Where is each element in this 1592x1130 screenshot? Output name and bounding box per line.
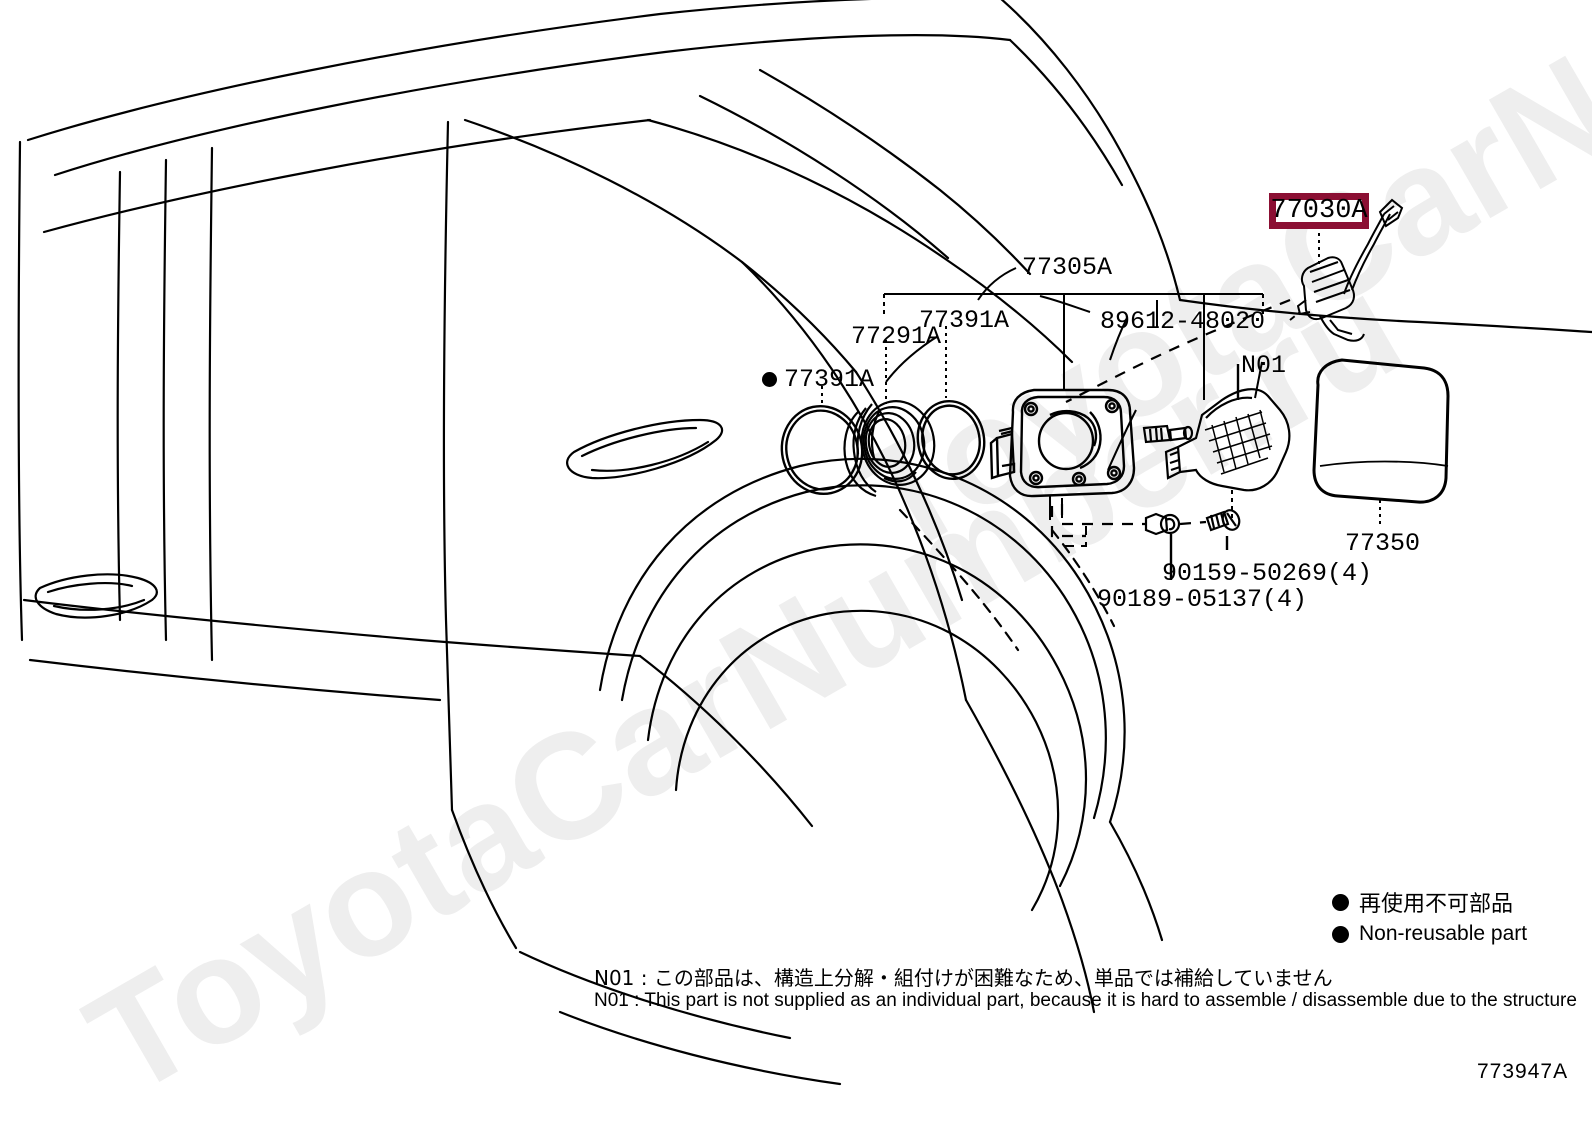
part-77350-fuel-lid [1312, 358, 1450, 504]
part-label-90189-05137[interactable]: 90189-05137(4) [1097, 585, 1308, 614]
footnote-n01-japanese: N01 : この部品は、構造上分解・組付けが困難なため、単品では補給していません [594, 966, 1333, 990]
part-90159-50269-screw [1205, 509, 1241, 532]
legend-label-japanese: 再使用不可部品 [1359, 892, 1514, 917]
part-n01-hinge-bracket [1164, 388, 1291, 492]
part-label-77391a-text: 77391A [784, 365, 875, 394]
highlighted-part-number-77030a[interactable]: 77030A [1269, 193, 1369, 229]
legend-row-japanese: 再使用不可部品 [1332, 886, 1527, 918]
legend-row-english: Non-reusable part [1332, 922, 1527, 946]
part-77305a-filler-housing [989, 388, 1136, 498]
part-label-77391a-nonreusable[interactable]: 77391A [762, 365, 874, 394]
part-label-89612-48020[interactable]: 89612-48020 [1100, 307, 1266, 336]
legend-label-english: Non-reusable part [1359, 922, 1528, 945]
door-handle-front [34, 573, 158, 619]
non-reusable-dot-icon [762, 372, 777, 387]
part-90189-05137-clip [1144, 512, 1181, 536]
part-77030a-lid-actuator [1289, 198, 1404, 342]
legend-dot-icon-jp [1332, 893, 1349, 911]
part-89612-48020-stud [1142, 424, 1194, 444]
part-label-77291a[interactable]: 77291A [851, 322, 942, 351]
rear-quarter-panel [450, 260, 1164, 1086]
door-handle-rear [566, 418, 724, 480]
footnote-n01-english: N01 : This part is not supplied as an in… [594, 990, 1577, 1011]
car-body-outline [17, 0, 1592, 812]
parts-diagram-canvas: ToyotaCarNumber.ru ToyotaCarNumber.ru [17, 0, 1592, 1128]
legend-dot-icon-en [1332, 925, 1349, 943]
part-label-n01[interactable]: N01 [1241, 351, 1287, 380]
part-77391a-oring-right [916, 399, 986, 481]
legend-non-reusable: 再使用不可部品 Non-reusable part [1332, 886, 1527, 950]
part-label-77391a-upper[interactable]: 77391A [919, 306, 1010, 335]
part-label-77350[interactable]: 77350 [1345, 529, 1421, 558]
fuel-filler-recess [898, 508, 1116, 652]
part-77291a-filler-pipe [843, 400, 936, 498]
part-label-77305a[interactable]: 77305A [1022, 253, 1113, 282]
highlight-part-label: 77030A [1270, 195, 1368, 226]
part-label-90159-50269[interactable]: 90159-50269(4) [1162, 559, 1373, 588]
diagram-linework [17, 0, 1592, 1086]
assembly-path-actuator [1065, 298, 1291, 403]
diagram-code: 773947A [1477, 1060, 1569, 1083]
